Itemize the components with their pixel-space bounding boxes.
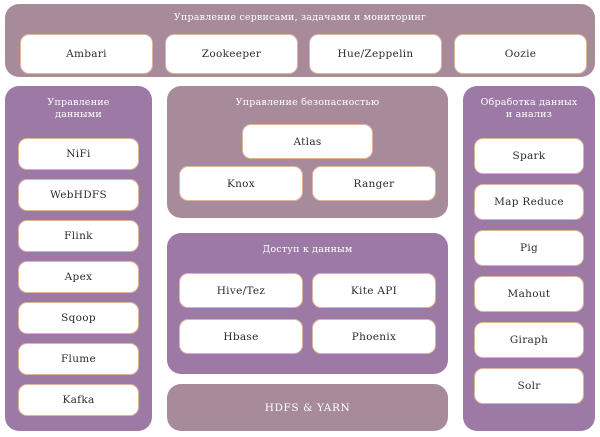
storage-layer-panel: HDFS & YARN [167, 384, 448, 431]
data-processing-panel: Обработка данных и анализ Spark Map Redu… [463, 86, 595, 431]
component-card-atlas[interactable]: Atlas [242, 124, 373, 159]
component-card-solr[interactable]: Solr [474, 368, 584, 404]
data-management-title-line1: Управление [47, 97, 110, 108]
component-card-apex[interactable]: Apex [18, 261, 139, 293]
component-card-knox[interactable]: Knox [179, 166, 303, 201]
component-card-phoenix[interactable]: Phoenix [312, 319, 436, 354]
component-card-hue-zeppelin[interactable]: Hue/Zeppelin [309, 34, 442, 74]
component-card-map-reduce[interactable]: Map Reduce [474, 184, 584, 220]
data-management-title: Управление данными [5, 86, 152, 121]
security-management-title: Управление безопасностью [235, 97, 380, 108]
data-access-title: Доступ к данным [262, 244, 353, 255]
component-card-webhdfs[interactable]: WebHDFS [18, 179, 139, 211]
component-card-mahout[interactable]: Mahout [474, 276, 584, 312]
component-card-spark[interactable]: Spark [474, 138, 584, 174]
service-management-panel: Управление сервисами, задачами и монитор… [5, 4, 595, 77]
data-access-panel: Доступ к данным Hive/Tez Kite API Hbase … [167, 233, 448, 374]
component-card-kafka[interactable]: Kafka [18, 384, 139, 416]
data-processing-title-line1: Обработка данных [480, 97, 578, 108]
component-card-ranger[interactable]: Ranger [312, 166, 436, 201]
storage-layer-label: HDFS & YARN [264, 401, 351, 414]
component-card-giraph[interactable]: Giraph [474, 322, 584, 358]
component-card-sqoop[interactable]: Sqoop [18, 302, 139, 334]
data-management-panel: Управление данными NiFi WebHDFS Flink Ap… [5, 86, 152, 431]
component-card-hbase[interactable]: Hbase [179, 319, 303, 354]
data-management-title-line2: данными [55, 109, 102, 120]
component-card-hive-tez[interactable]: Hive/Tez [179, 273, 303, 308]
component-card-nifi[interactable]: NiFi [18, 138, 139, 170]
component-card-flink[interactable]: Flink [18, 220, 139, 252]
component-card-flume[interactable]: Flume [18, 343, 139, 375]
service-management-title: Управление сервисами, задачами и монитор… [173, 12, 427, 23]
component-card-kite-api[interactable]: Kite API [312, 273, 436, 308]
component-card-pig[interactable]: Pig [474, 230, 584, 266]
component-card-zookeeper[interactable]: Zookeeper [165, 34, 298, 74]
security-management-panel: Управление безопасностью Atlas Knox Rang… [167, 86, 448, 218]
data-processing-title-line2: и анализ [505, 109, 553, 120]
data-processing-title: Обработка данных и анализ [463, 86, 595, 121]
component-card-ambari[interactable]: Ambari [20, 34, 153, 74]
component-card-oozie[interactable]: Oozie [454, 34, 587, 74]
